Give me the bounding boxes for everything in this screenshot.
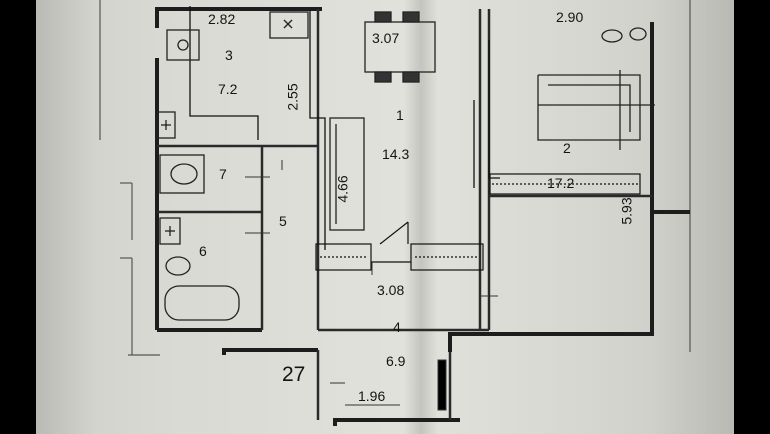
room-7-number: 7 <box>219 166 227 182</box>
dimension-living-top: 3.07 <box>372 30 400 46</box>
room-1-area: 14.3 <box>382 146 410 162</box>
apartment-number: 27 <box>282 363 306 386</box>
dimension-kitchen-depth: 2.55 <box>284 83 301 111</box>
dining-table <box>364 11 436 83</box>
room-2-area: 17.2 <box>547 175 575 191</box>
room-3-area: 7.2 <box>218 81 238 97</box>
dimension-hall-bottom: 1.96 <box>358 388 386 404</box>
kitchen-fixtures <box>156 11 309 139</box>
dimension-living-side: 4.66 <box>334 175 351 203</box>
bath-fixtures <box>159 154 240 321</box>
page-frame-lines <box>99 0 691 356</box>
sofa <box>329 117 365 231</box>
room-5-number: 5 <box>279 213 287 229</box>
room-4-area: 6.9 <box>386 353 406 369</box>
bed <box>537 27 655 150</box>
radiators <box>315 173 641 271</box>
dimension-kitchen-width: 2.82 <box>208 11 236 27</box>
tick-marks <box>245 160 498 411</box>
dimension-bedroom-side: 5.93 <box>618 197 635 225</box>
dimension-bedroom-top: 2.90 <box>556 9 584 25</box>
room-3-number: 3 <box>225 47 233 63</box>
dimension-living-bottom: 3.08 <box>377 282 405 298</box>
hand-drawn-partitions <box>189 6 500 250</box>
exterior-walls <box>155 7 690 426</box>
room-6-number: 6 <box>199 243 207 259</box>
room-2-number: 2 <box>563 140 571 156</box>
room-4-number: 4 <box>393 319 401 335</box>
room-1-number: 1 <box>396 107 404 123</box>
